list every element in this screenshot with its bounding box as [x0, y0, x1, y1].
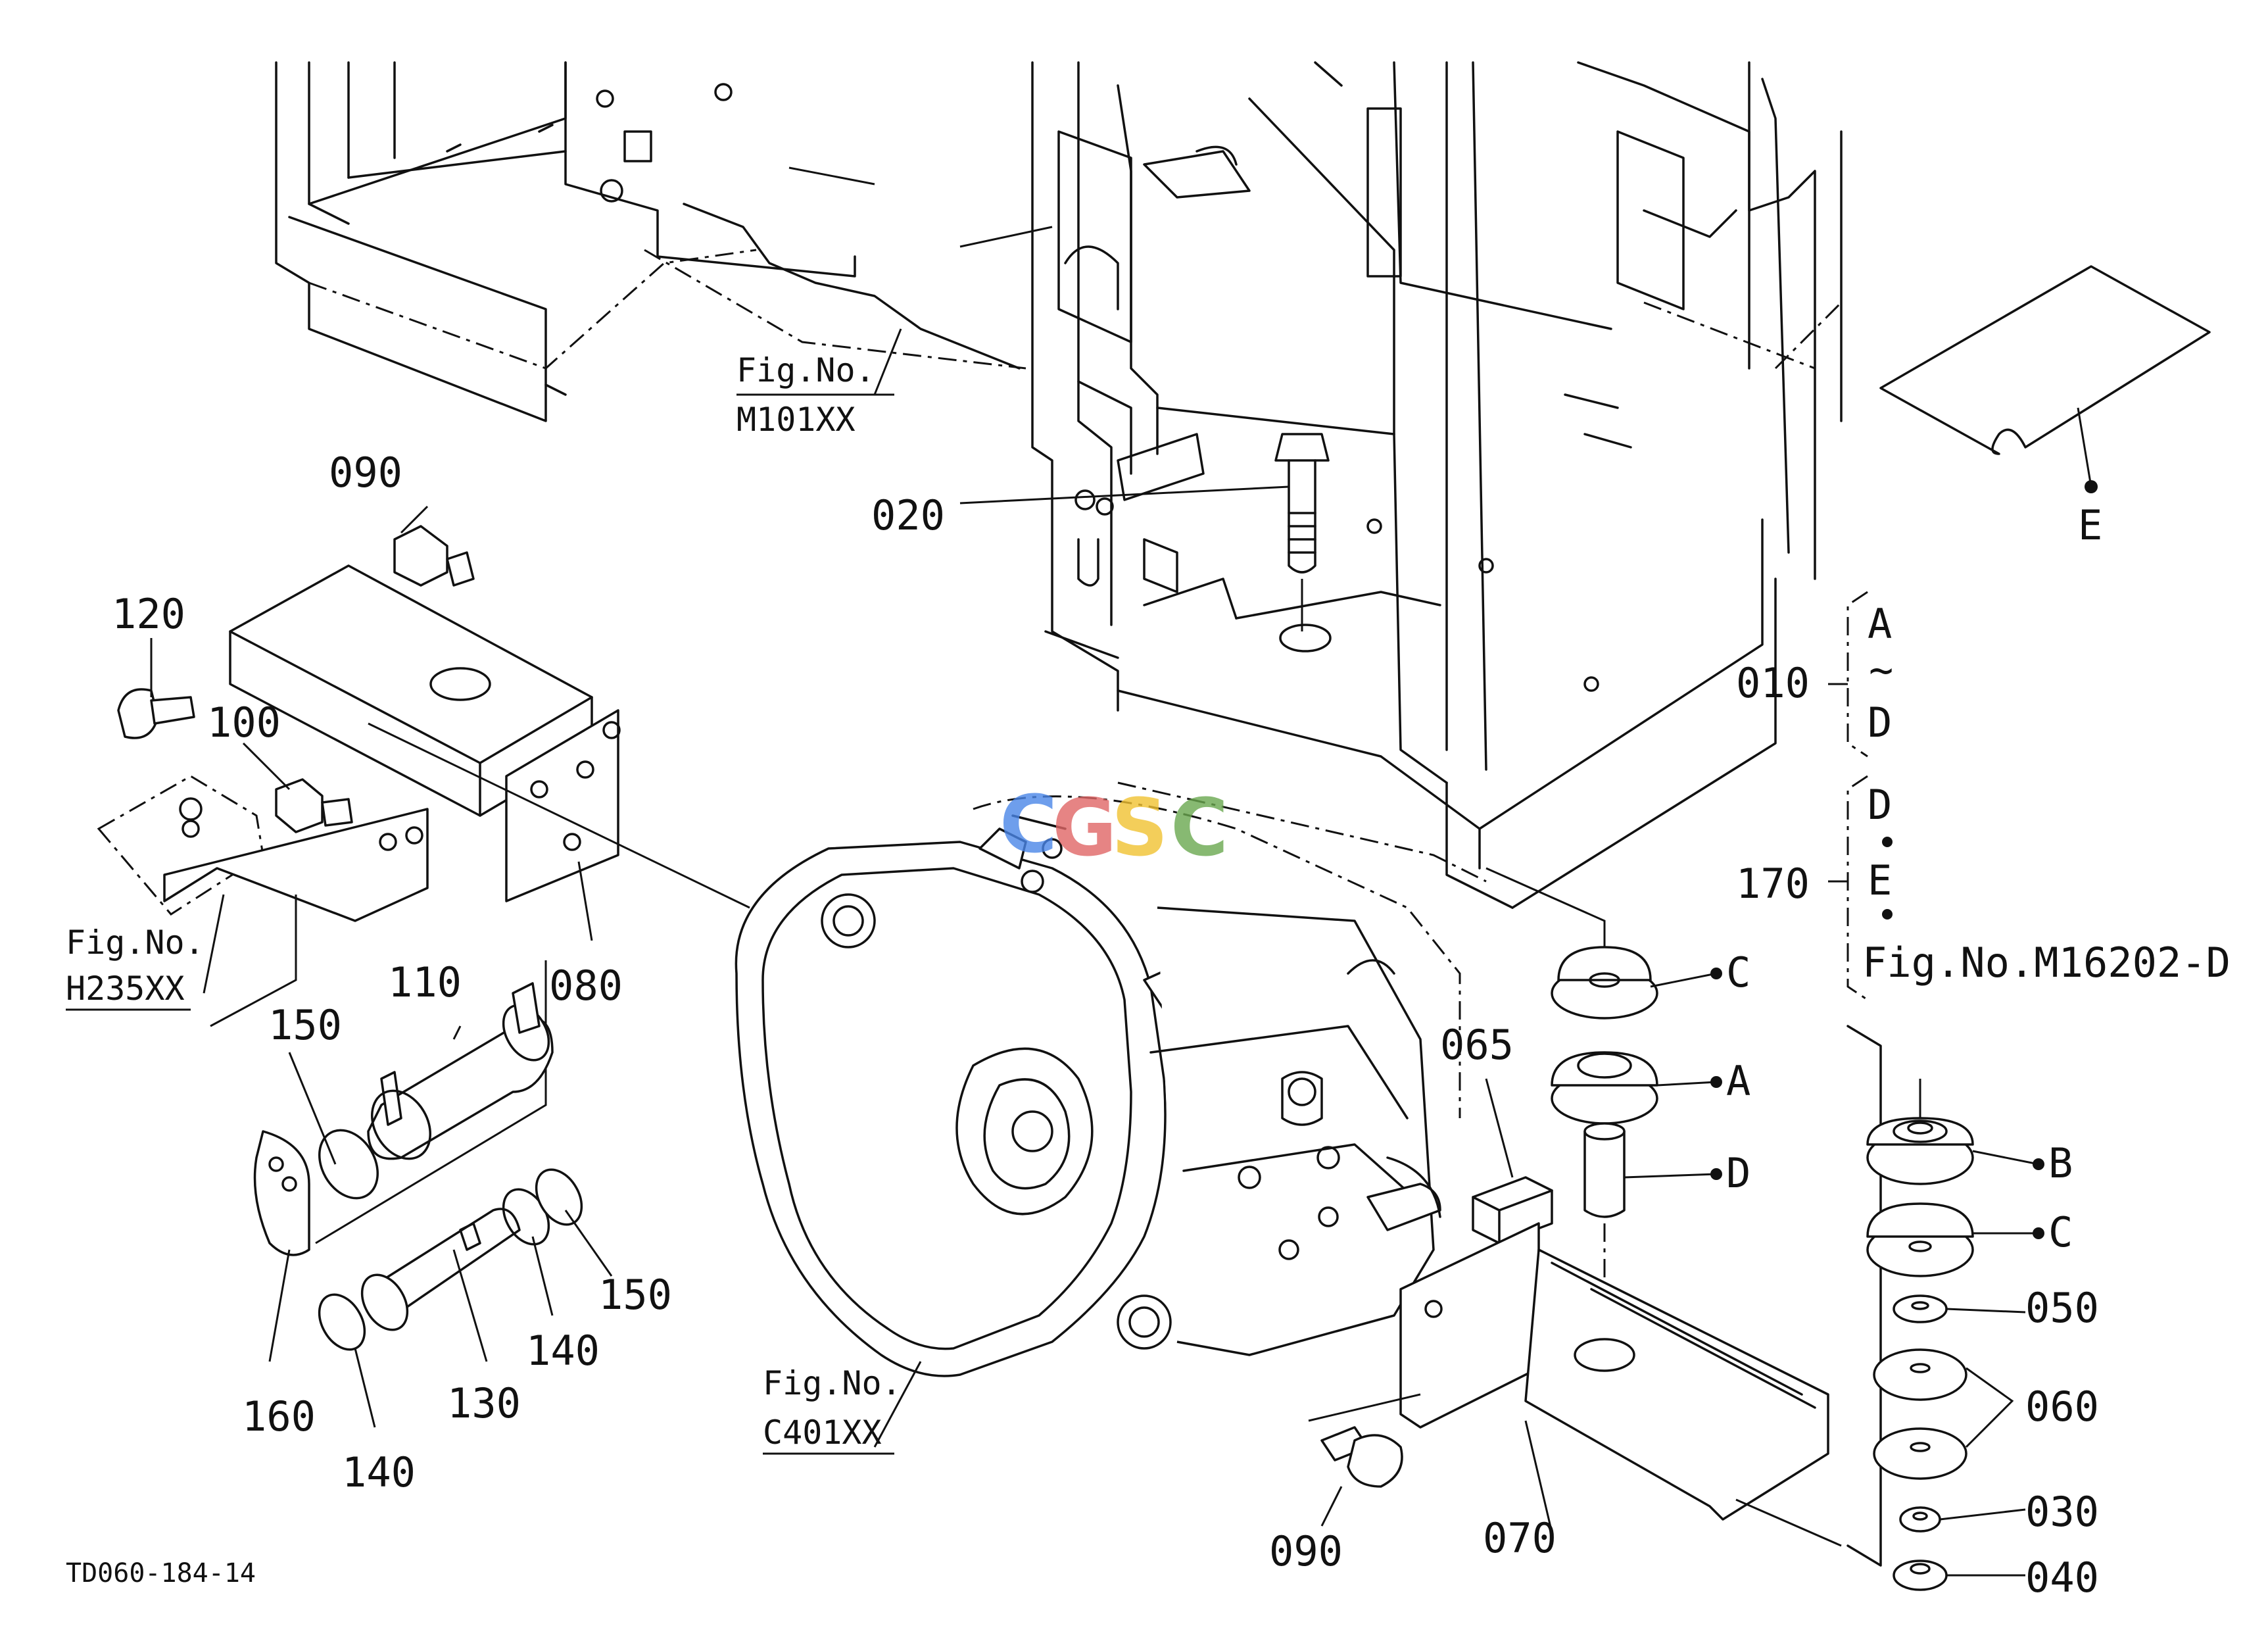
bracket-010-bottom: D [1868, 699, 1892, 747]
label-120: 120 [112, 590, 185, 638]
bracket-170-mid: E [1868, 856, 1892, 904]
label-090-top: 090 [329, 449, 402, 497]
watermark-letter-1: C [1000, 779, 1057, 871]
label-b: B [2048, 1139, 2073, 1187]
label-150-right: 150 [598, 1271, 672, 1319]
bolt-090-bottom [1320, 1426, 1403, 1527]
fig-underlines [66, 1008, 894, 1455]
label-110: 110 [388, 958, 462, 1006]
label-020: 020 [871, 491, 945, 539]
mount-stack-top [1485, 867, 1722, 1348]
label-c-stack: C [2048, 1208, 2073, 1256]
figure-references: Fig.No. M101XX Fig.No. H235XX Fig.No. C4… [66, 351, 902, 1452]
bracket-010-tilde: ~ [1869, 646, 1893, 694]
mount-bracket-070 [1308, 1222, 1842, 1547]
bracket-010 [1828, 591, 1868, 758]
part-labels: 090 120 100 080 110 150 150 140 140 130 … [112, 449, 2102, 1602]
label-030: 030 [2025, 1488, 2099, 1536]
pin-assembly [253, 960, 613, 1428]
transmission-housing [735, 781, 1487, 1448]
label-010: 010 [1736, 659, 1810, 707]
fig-c401-code: C401XX [763, 1413, 882, 1452]
fig-m101-code: M101XX [736, 401, 856, 439]
label-150-left: 150 [268, 1001, 342, 1049]
block-065 [1472, 1078, 1553, 1244]
label-130: 130 [447, 1379, 521, 1427]
label-170: 170 [1736, 860, 1810, 908]
bracket-170-ref: Fig.No.M16202-D [1862, 939, 2231, 987]
fig-c401-title: Fig.No. [763, 1364, 902, 1402]
frame-fig-h235 [97, 775, 429, 1027]
cab-frame-outline [275, 61, 1843, 909]
label-100: 100 [207, 699, 281, 747]
label-070: 070 [1483, 1514, 1556, 1562]
fig-h235-title: Fig.No. [66, 923, 205, 962]
label-065: 065 [1440, 1021, 1514, 1069]
leader-020 [959, 485, 1290, 504]
label-e: E [2078, 501, 2102, 549]
label-160: 160 [242, 1392, 316, 1440]
watermark-letter-2: G [1052, 783, 1117, 874]
label-140-mid: 140 [526, 1327, 600, 1375]
bolt-090-top [393, 505, 475, 587]
fig-m101-title: Fig.No. [736, 351, 875, 389]
label-d-stack: D [1726, 1149, 1750, 1197]
label-a: A [1726, 1057, 1750, 1105]
bracket-labels: A ~ D D E Fig.No.M16202-D [1862, 600, 2231, 987]
m101-leader-2 [959, 226, 1053, 248]
bracket-010-top: A [1868, 600, 1892, 648]
fig-h235-code: H235XX [66, 970, 185, 1008]
label-050: 050 [2025, 1284, 2099, 1332]
drawing-code: TD060-184-14 [66, 1558, 256, 1588]
m101-leader [736, 166, 902, 396]
bracket-170 [1828, 775, 1893, 1001]
label-140-bottom: 140 [342, 1448, 416, 1496]
label-090-bottom: 090 [1269, 1527, 1343, 1575]
watermark-letter-3: S [1111, 783, 1168, 874]
mount-stack-right [1846, 1025, 2044, 1591]
bolt-020 [1274, 433, 1330, 631]
label-c-top: C [1726, 948, 1750, 996]
watermark-logo: C G S C [1000, 779, 1228, 874]
bolt-100 [242, 742, 353, 833]
label-060: 060 [2025, 1383, 2099, 1431]
bracket-170-top: D [1868, 781, 1892, 829]
label-080: 080 [549, 962, 623, 1010]
decal-sheet-e [1879, 265, 2211, 493]
left-bracket-080 [229, 564, 750, 941]
watermark-letter-4: C [1170, 783, 1228, 874]
label-040: 040 [2025, 1554, 2099, 1602]
bolt-120 [117, 638, 195, 739]
